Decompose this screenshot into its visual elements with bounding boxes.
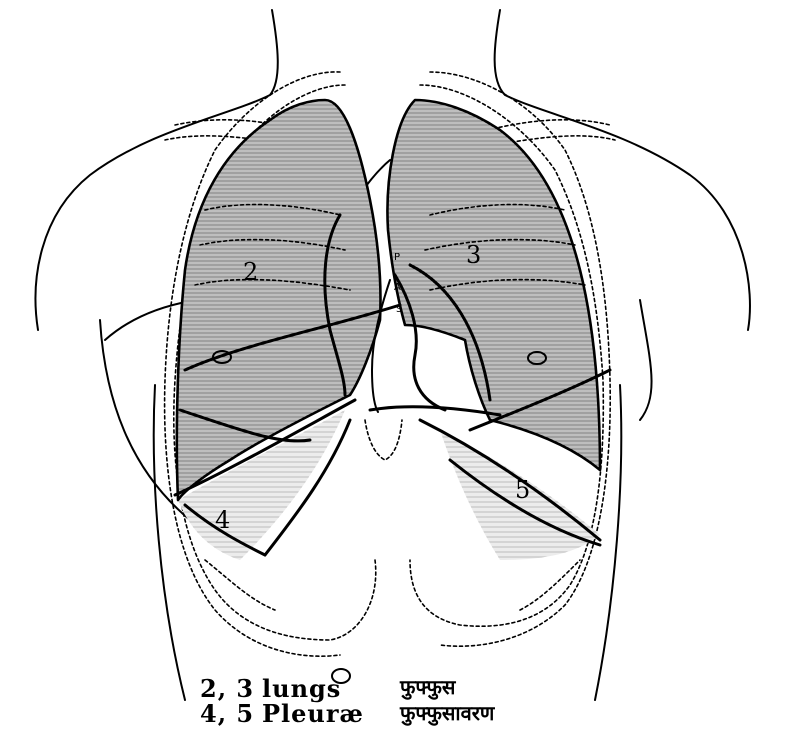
legend-row2-english: Pleuræ	[262, 699, 364, 728]
label-pleura-left: 5	[515, 476, 530, 504]
label-mark-p: P	[394, 252, 400, 263]
legend-row1-devanagari: फुफ्फुस	[399, 675, 457, 700]
legend: 2, 3 lungs फुफ्फुस 4, 5 Pleuræ फुफ्फुसाव…	[200, 674, 496, 728]
legend-row2-numbers: 4, 5	[200, 699, 254, 728]
body-outline	[36, 10, 750, 700]
label-pleura-right: 4	[215, 506, 230, 534]
label-mark-a: A	[394, 282, 401, 293]
label-lung-right: 2	[243, 258, 258, 286]
legend-row2-devanagari: फुफ्फुसावरण	[399, 701, 496, 726]
label-mark-s: S	[396, 304, 402, 315]
label-lung-left: 3	[466, 241, 481, 269]
